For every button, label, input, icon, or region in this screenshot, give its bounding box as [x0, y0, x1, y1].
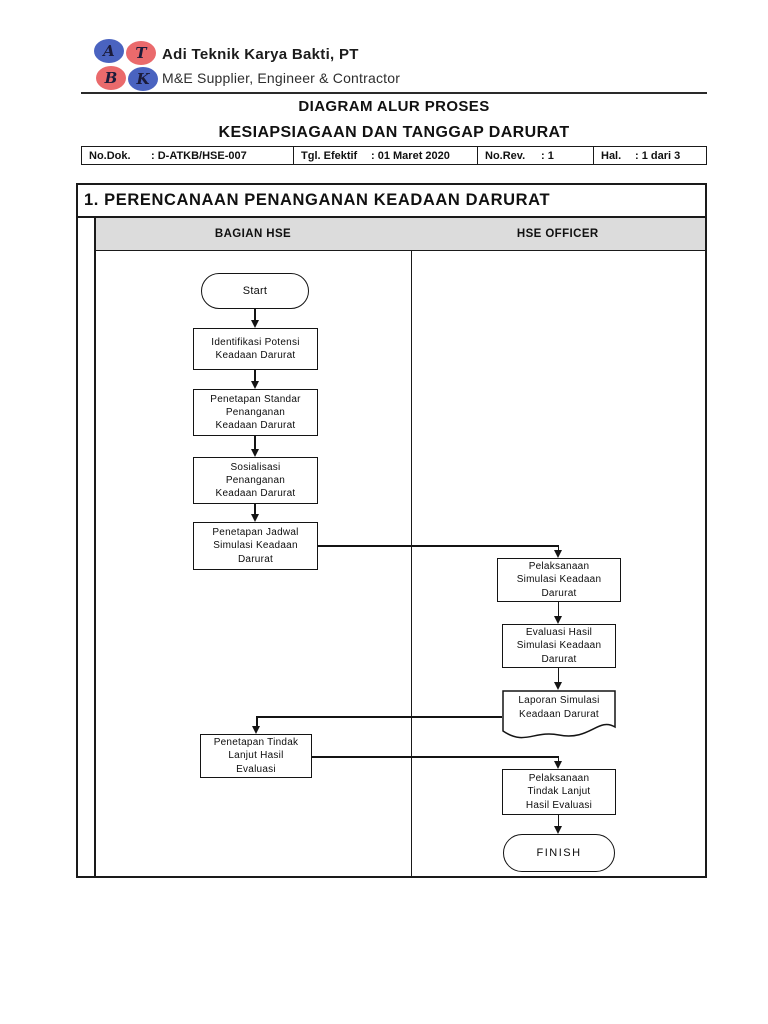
document-title-line1: DIAGRAM ALUR PROSES	[298, 98, 490, 115]
info-cell-tgl-efektif: Tgl. Efektif : 01 Maret 2020	[294, 147, 478, 164]
logo-letter-k: K	[136, 70, 150, 88]
no-rev-value: : 1	[541, 149, 554, 162]
logo-letter-t: T	[135, 44, 147, 62]
section-title: 1. PERENCANAAN PENANGANAN KEADAAN DARURA…	[78, 185, 705, 218]
document-title-line2: KESIAPSIAGAAN DAN TANGGAP DARURAT	[218, 124, 570, 141]
logo-letter-b: B	[104, 69, 118, 87]
tgl-efektif-label: Tgl. Efektif	[301, 149, 358, 162]
company-logo: A T B K	[94, 39, 158, 91]
logo-circle-a: A	[94, 39, 124, 63]
left-strip-divider	[94, 218, 96, 876]
info-cell-hal: Hal. : 1 dari 3	[594, 147, 705, 164]
lane-divider	[410, 218, 412, 876]
swimlane-body: BAGIAN HSE HSE OFFICER	[78, 218, 705, 876]
hal-label: Hal.	[601, 149, 622, 162]
logo-circle-b: B	[96, 66, 126, 90]
company-name: Adi Teknik Karya Bakti, PT	[162, 46, 359, 63]
lane-header-hse-officer: HSE OFFICER	[516, 228, 599, 240]
flowchart-table: 1. PERENCANAAN PENANGANAN KEADAAN DARURA…	[76, 183, 707, 878]
hal-value: : 1 dari 3	[635, 149, 681, 162]
lane-header-bagian-hse: BAGIAN HSE	[214, 228, 292, 240]
logo-letter-a: A	[103, 42, 115, 60]
lane-header-row: BAGIAN HSE HSE OFFICER	[95, 218, 705, 251]
tgl-efektif-value: : 01 Maret 2020	[371, 149, 450, 162]
document-info-row: No.Dok. : D-ATKB/HSE-007 Tgl. Efektif : …	[81, 146, 707, 165]
letterhead-divider	[81, 92, 707, 94]
no-dok-value: : D-ATKB/HSE-007	[151, 149, 247, 162]
logo-circle-k: K	[128, 67, 158, 91]
info-cell-no-dok: No.Dok. : D-ATKB/HSE-007	[82, 147, 294, 164]
logo-circle-t: T	[126, 41, 156, 65]
no-rev-label: No.Rev.	[485, 149, 526, 162]
info-cell-no-rev: No.Rev. : 1	[478, 147, 594, 164]
no-dok-label: No.Dok.	[89, 149, 131, 162]
company-subtitle: M&E Supplier, Engineer & Contractor	[162, 70, 401, 86]
